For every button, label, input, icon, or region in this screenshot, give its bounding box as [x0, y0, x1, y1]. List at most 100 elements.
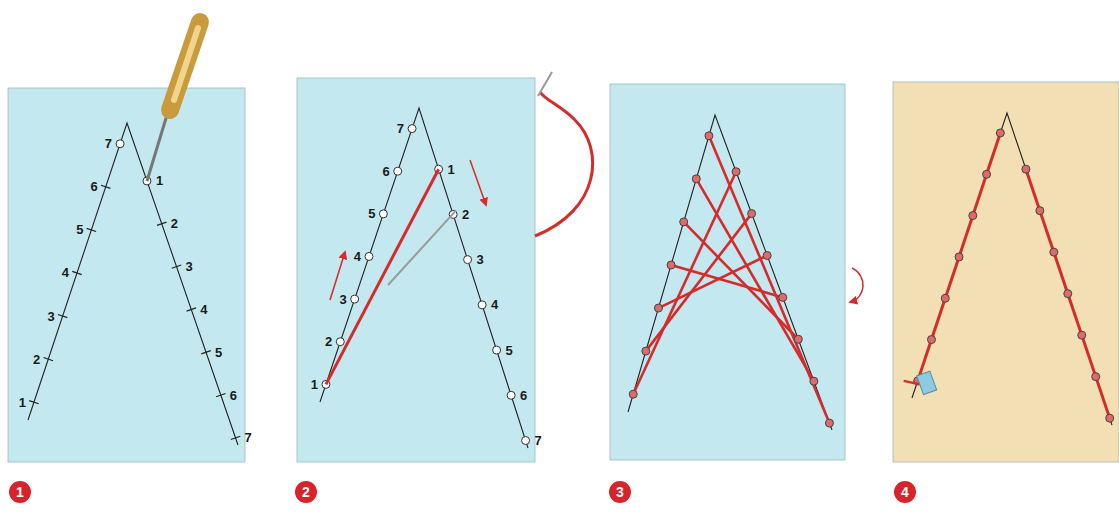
card-panel: [610, 84, 845, 460]
thread-stitch: [658, 255, 767, 308]
mark-tick: [58, 314, 67, 317]
back-stitch: [1040, 211, 1054, 252]
step-number-badge: 2: [295, 481, 317, 503]
pierced-hole: [365, 252, 373, 260]
angle-outline: [28, 123, 238, 445]
mark-tick: [187, 308, 196, 311]
step-number: 2: [302, 485, 310, 499]
card-panel: [297, 78, 535, 462]
point-number: 2: [33, 353, 40, 366]
pierced-hole: [507, 391, 515, 399]
angle-outline: [628, 115, 832, 430]
point-number: 7: [245, 431, 252, 444]
mark-tick: [29, 401, 38, 404]
point-number: 1: [156, 174, 163, 187]
angle-outline: [320, 108, 528, 448]
pierced-hole: [464, 256, 472, 264]
point-number: 1: [448, 163, 455, 176]
pierced-hole: [522, 437, 530, 445]
pierced-hole: [955, 253, 963, 261]
back-stitch: [945, 257, 959, 298]
pierced-hole: [794, 335, 802, 343]
pierced-hole: [629, 390, 637, 398]
point-number: 7: [535, 434, 542, 447]
pierced-hole: [1092, 373, 1100, 381]
point-number: 5: [506, 344, 513, 357]
pierced-hole: [1050, 248, 1058, 256]
point-number: 4: [62, 266, 69, 279]
pierced-hole: [116, 140, 124, 148]
pierced-hole: [692, 175, 700, 183]
turn-over-arrow: [850, 268, 863, 302]
back-stitch: [1054, 252, 1068, 293]
mark-tick: [44, 358, 53, 361]
pierced-hole: [705, 132, 713, 140]
mark-tick: [231, 436, 240, 439]
point-number: 7: [397, 122, 404, 135]
pierced-hole: [1078, 331, 1086, 339]
back-stitch: [1082, 335, 1096, 376]
awl-highlight: [174, 28, 198, 100]
back-stitch: [959, 216, 973, 257]
point-number: 4: [354, 250, 361, 263]
mark-tick: [101, 185, 110, 188]
pierced-hole: [996, 129, 1004, 137]
step-number-badge: 3: [609, 481, 631, 503]
point-number: 2: [462, 208, 469, 221]
point-number: 1: [19, 396, 26, 409]
back-stitch: [1068, 294, 1082, 335]
pierced-hole: [779, 293, 787, 301]
back-stitch: [1096, 377, 1110, 418]
pierced-hole: [642, 347, 650, 355]
angle-outline: [912, 113, 1112, 425]
pierced-hole: [680, 218, 688, 226]
awl-handle: [170, 22, 200, 110]
pierced-hole: [1064, 290, 1072, 298]
card-panel: [893, 82, 1119, 462]
thread-stitch: [696, 179, 814, 381]
point-number: 6: [90, 180, 97, 193]
step-number-badge: 4: [894, 481, 916, 503]
thread-stitch: [709, 136, 830, 423]
pierced-hole: [1106, 414, 1114, 422]
step-number: 1: [16, 485, 24, 499]
point-number: 5: [76, 223, 83, 236]
needle: [538, 72, 552, 96]
pierced-hole: [654, 304, 662, 312]
pierced-hole: [825, 419, 833, 427]
back-stitch: [931, 298, 945, 339]
pierced-hole: [667, 261, 675, 269]
thread-stitch: [326, 169, 439, 384]
mark-tick: [216, 393, 225, 396]
point-number: 4: [491, 298, 498, 311]
point-number: 2: [171, 217, 178, 230]
point-number: 6: [520, 389, 527, 402]
mark-tick: [72, 271, 81, 274]
back-stitch: [987, 133, 1001, 174]
pierced-hole: [379, 210, 387, 218]
point-number: 3: [339, 293, 346, 306]
point-number: 1: [311, 378, 318, 391]
pierced-hole: [748, 210, 756, 218]
pierced-hole: [927, 336, 935, 344]
pierced-hole: [478, 301, 486, 309]
pierced-hole: [732, 168, 740, 176]
step-number: 3: [616, 485, 624, 499]
thread-stitch: [633, 172, 736, 394]
needle: [388, 210, 456, 285]
card-panel: [8, 88, 245, 462]
thread-stitch: [646, 214, 752, 352]
thread-stitch: [684, 222, 799, 339]
point-number: 3: [186, 260, 193, 273]
point-number: 7: [105, 137, 112, 150]
pierced-hole: [763, 251, 771, 259]
direction-arrow: [470, 160, 486, 205]
point-number: 2: [325, 335, 332, 348]
mark-tick: [87, 228, 96, 231]
back-stitch: [1026, 169, 1040, 210]
step-number: 4: [901, 485, 909, 499]
point-number: 3: [47, 310, 54, 323]
pierced-hole: [810, 377, 818, 385]
pierced-hole: [336, 338, 344, 346]
